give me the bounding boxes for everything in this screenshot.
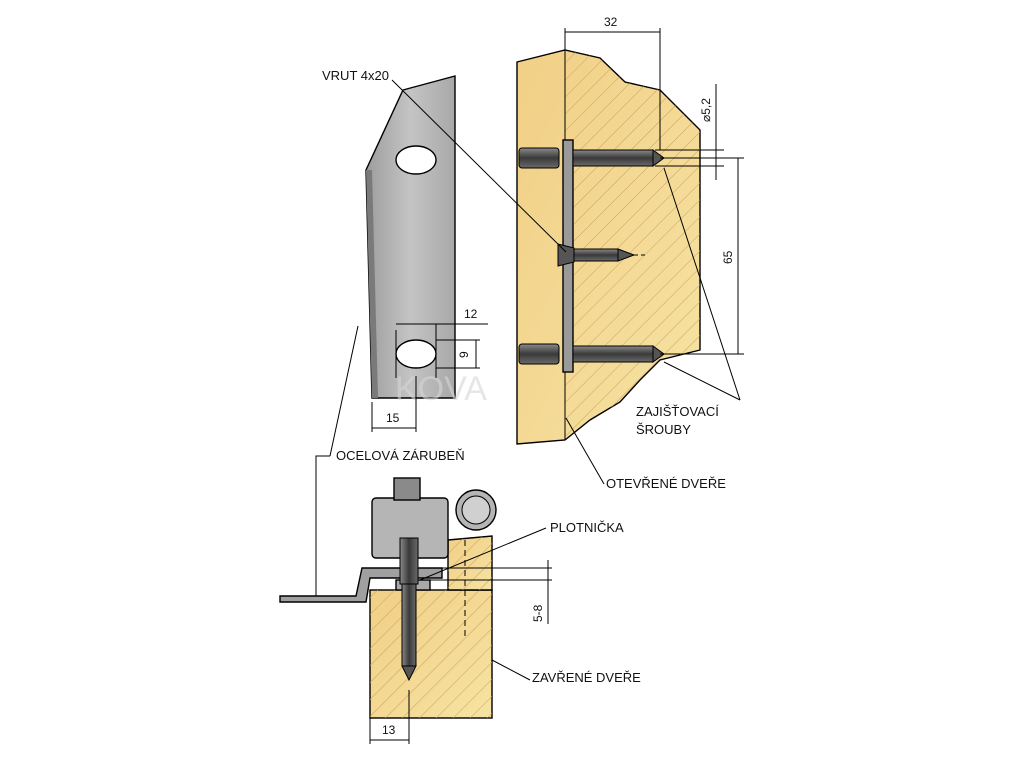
dim-32: 32 xyxy=(604,15,618,29)
plate-dimensions: 12 9 15 xyxy=(371,307,488,432)
dim-65: 65 xyxy=(721,250,735,264)
dim-13: 13 xyxy=(382,723,396,737)
closed-door-section xyxy=(279,477,497,719)
label-screw: VRUT 4x20 xyxy=(322,68,389,83)
watermark: KOVA xyxy=(395,370,487,408)
dim-9: 9 xyxy=(457,351,471,358)
annotations: VRUT 4x20 OCELOVÁ ZÁRUBEŇ PLOTNIČKA ZAJI… xyxy=(315,68,741,685)
closed-door-dimensions: 5-8 13 xyxy=(369,560,552,744)
label-plate: PLOTNIČKA xyxy=(550,520,624,535)
label-locking-screws-2: ŠROUBY xyxy=(636,422,691,437)
label-closed-door: ZAVŘENÉ DVEŘE xyxy=(532,670,641,685)
label-frame: OCELOVÁ ZÁRUBEŇ xyxy=(336,448,465,463)
open-door-section xyxy=(516,49,720,445)
dim-12: 12 xyxy=(464,307,478,321)
door-dimensions: 32 ⌀5,2 65 xyxy=(564,15,744,355)
locking-screw-top xyxy=(518,147,665,169)
slot-hole-bottom xyxy=(395,339,437,369)
steel-frame-plate: KOVA xyxy=(365,75,487,408)
dim-15: 15 xyxy=(386,411,400,425)
locking-screw-bottom xyxy=(518,343,665,365)
dim-5-8: 5-8 xyxy=(531,604,545,622)
vertical-locking-screw xyxy=(399,537,419,682)
dim-diameter: ⌀5,2 xyxy=(699,98,713,122)
label-open-door: OTEVŘENÉ DVEŘE xyxy=(606,476,726,491)
label-locking-screws-1: ZAJIŠŤOVACÍ xyxy=(636,404,719,419)
wood-screw xyxy=(557,243,648,267)
slot-hole-top xyxy=(395,145,437,175)
